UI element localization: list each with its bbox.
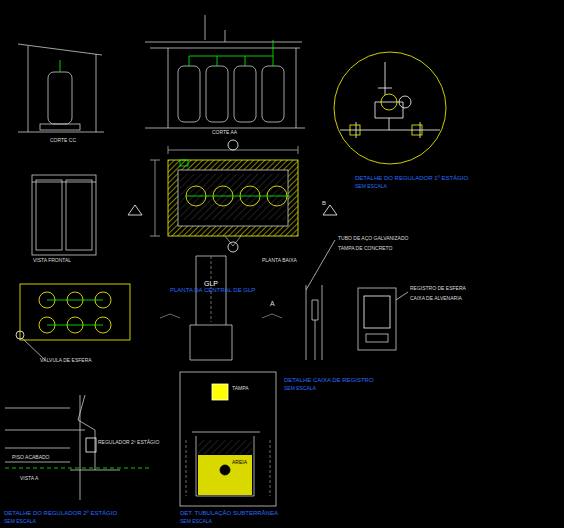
drawing-note: VÁLVULA DE ESFERA [40, 358, 92, 364]
drawing-note: PLANTA DA CENTRAL DE GLP [170, 287, 255, 294]
pipe-band: GLP [199, 280, 223, 287]
drawing-note: TAMPA [232, 386, 248, 392]
drawing-note: REGULADOR 2º ESTÁGIO [98, 440, 159, 446]
drawing-note: PLANTA BAIXA [262, 258, 297, 264]
drawing-note: CORTE CC [50, 138, 76, 144]
drawing-note: SEM ESCALA [4, 519, 36, 525]
drawing-note: DETALHE DO REGULADOR 1º ESTÁGIO [355, 175, 468, 182]
drawing-note: AREIA [232, 460, 247, 466]
drawing-note: B [322, 200, 326, 207]
drawing-note: REGISTRO DE ESFERA [410, 286, 466, 292]
drawing-note: PISO ACABADO [12, 455, 50, 461]
drawing-note: SEM ESCALA [355, 184, 387, 190]
drawing-note: SEM ESCALA [284, 386, 316, 392]
drawing-note: SEM ESCALA [180, 519, 212, 525]
drawing-note: VISTA FRONTAL [33, 258, 71, 264]
drawing-note: CAIXA DE ALVENARIA [410, 296, 462, 302]
drawing-note: DET. TUBULAÇÃO SUBTERRÂNEA [180, 510, 278, 517]
drawing-note: CORTE AA [212, 130, 237, 136]
node-text: GLP [199, 280, 223, 287]
drawing-note: TAMPA DE CONCRETO [338, 246, 392, 252]
drawing-note: DETALHE DO REGULADOR 2º ESTÁGIO [4, 510, 117, 517]
drawing-note: A [270, 300, 275, 308]
drawing-note: TUBO DE AÇO GALVANIZADO [338, 236, 408, 242]
drawing-note: DETALHE CAIXA DE REGISTRO [284, 377, 374, 384]
drawing-note: VISTA A [20, 476, 38, 482]
